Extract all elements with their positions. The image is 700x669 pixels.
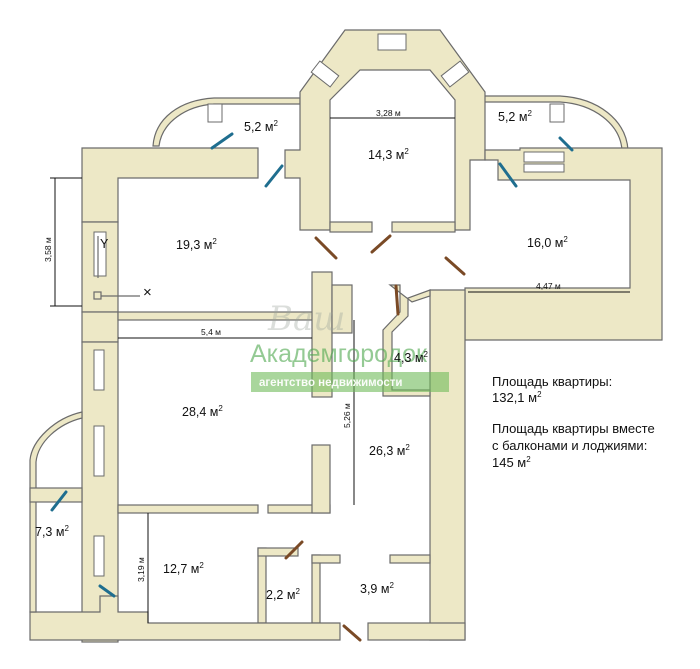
dim-label-3: 4,47 м xyxy=(536,281,561,291)
wall-bottom xyxy=(29,595,341,641)
marker-x: × xyxy=(143,284,152,301)
dim-label-4: 5,4 м xyxy=(201,327,221,337)
wall-bay xyxy=(284,29,486,231)
watermark-name: Академгородок xyxy=(250,340,428,368)
window-bay-right xyxy=(440,60,470,88)
markers: Y × xyxy=(93,236,152,301)
wall-top-left xyxy=(81,147,259,223)
info-total-label-1: Площадь квартиры вместе xyxy=(492,421,655,436)
area-room-top-left: 19,3 м2 xyxy=(176,237,217,252)
window-right-top xyxy=(523,151,565,163)
door-room-top-left xyxy=(264,164,284,188)
wall-bay-bottom-right xyxy=(391,221,456,233)
window-balcony-left xyxy=(207,103,223,123)
dim-label-2: 3,58 м xyxy=(43,237,53,262)
loggia-rail xyxy=(29,411,83,613)
info-area-value: 132,1 м2 xyxy=(492,390,542,405)
area-bathroom: 2,2 м2 xyxy=(266,587,300,602)
area-balcony-left: 5,2 м2 xyxy=(244,119,278,134)
window-left-mid xyxy=(93,349,105,391)
wall-living-bottom xyxy=(117,504,259,514)
window-left-lower xyxy=(93,425,105,477)
door-right-wing xyxy=(444,256,466,276)
room-labels: 5,2 м2 5,2 м2 14,3 м2 19,3 м2 16,0 м2 28… xyxy=(35,109,568,602)
watermark: Ваш Академгородок агентство недвижимости xyxy=(250,299,449,392)
door-loggia-2 xyxy=(98,584,116,598)
marker-y: Y xyxy=(100,237,109,251)
area-living: 28,4 м2 xyxy=(182,404,223,419)
info-area-label: Площадь квартиры: xyxy=(492,374,612,389)
window-right-top-2 xyxy=(523,163,565,173)
door-bay xyxy=(370,234,392,254)
area-wc: 3,9 м2 xyxy=(360,581,394,596)
wall-center-column xyxy=(311,271,333,398)
wall-left-lower xyxy=(81,341,119,643)
door-small-room xyxy=(394,284,400,316)
wall-bath-left xyxy=(257,547,267,624)
area-bay-room: 14,3 м2 xyxy=(368,147,409,162)
info-total-label-2: с балконами и лоджиями: xyxy=(492,438,647,453)
dimensions: 3,28 м 3,58 м 4,47 м 5,4 м 5,26 м 3,19 м xyxy=(43,108,630,623)
doors xyxy=(50,132,574,642)
wall-bath-top xyxy=(257,547,299,557)
walls xyxy=(29,29,663,643)
window-left-bottom xyxy=(93,535,105,577)
area-loggia: 7,3 м2 xyxy=(35,524,69,539)
info-total-value: 145 м2 xyxy=(492,455,531,470)
area-balcony-right: 5,2 м2 xyxy=(498,109,532,124)
area-hall: 26,3 м2 xyxy=(369,443,410,458)
door-balcony-right xyxy=(558,136,574,152)
watermark-tagline: агентство недвижимости xyxy=(259,377,403,389)
dim-label-6: 3,19 м xyxy=(136,557,146,582)
area-room-bottom-left: 12,7 м2 xyxy=(163,561,204,576)
watermark-script: Ваш xyxy=(267,299,345,339)
wall-wc-top xyxy=(311,554,341,564)
area-room-right: 16,0 м2 xyxy=(527,235,568,250)
door-balcony-left xyxy=(210,132,234,150)
window-bay-top xyxy=(377,33,407,51)
wall-right-vertical xyxy=(429,289,466,641)
loggia-divider xyxy=(29,487,83,503)
door-loggia xyxy=(50,490,68,512)
door-bay-left xyxy=(314,236,338,260)
wall-bay-bottom-left xyxy=(329,221,373,233)
info-block: Площадь квартиры: 132,1 м2 Площадь кварт… xyxy=(492,374,655,470)
wall-bath-right xyxy=(311,554,321,624)
area-small-room: 4,3 м2 xyxy=(394,350,428,365)
door-entrance xyxy=(342,624,362,642)
window-left-upper xyxy=(93,231,107,277)
window-bay-left xyxy=(310,60,340,88)
wall-right-wing xyxy=(464,147,663,341)
door-room-right xyxy=(498,162,518,188)
wall-wc-top-right xyxy=(389,554,431,564)
dim-label-5: 5,26 м xyxy=(342,403,352,428)
wall-left-mid xyxy=(81,311,119,343)
watermark-bar xyxy=(251,372,449,392)
wall-bottom-right xyxy=(367,622,466,641)
wall-center-small xyxy=(331,284,353,334)
wall-living-right-stub xyxy=(311,444,331,514)
dim-label-1: 3,28 м xyxy=(376,108,401,118)
window-balcony-right xyxy=(549,103,565,123)
door-bathroom xyxy=(284,540,304,560)
balcony-right-rail xyxy=(469,95,629,151)
